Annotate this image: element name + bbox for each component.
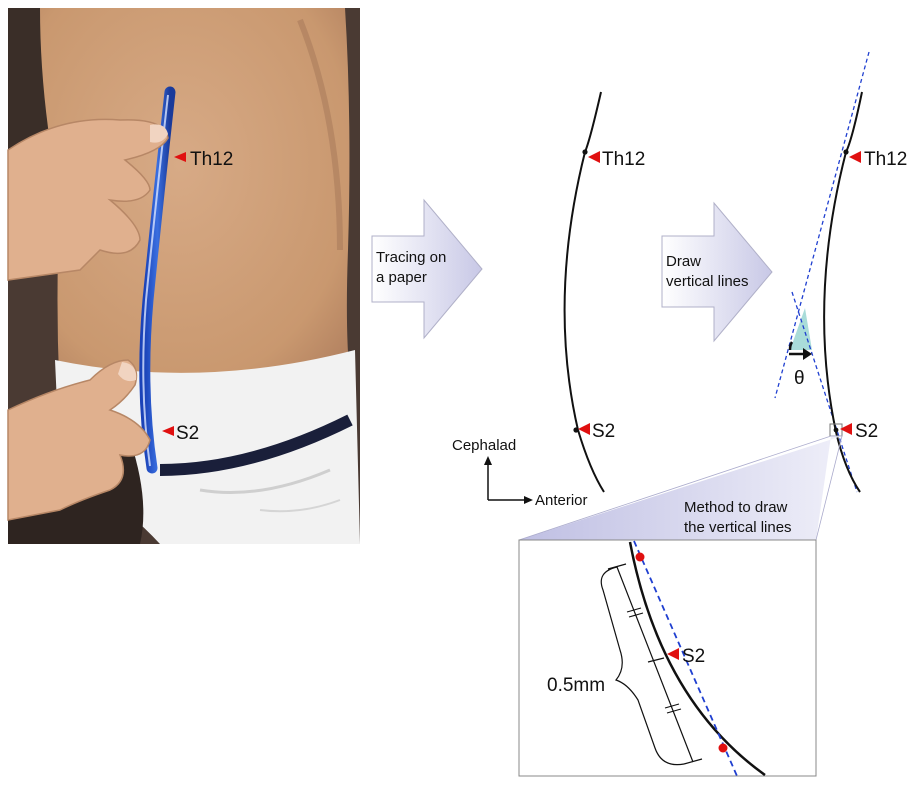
method-callout: Method to draw the vertical lines 0.5mm … — [519, 436, 842, 776]
anterior-arrowhead — [524, 496, 533, 504]
vertical-label-line2: vertical lines — [666, 273, 749, 290]
method-title-line2: the vertical lines — [684, 519, 792, 536]
vertical-lines-arrow: Draw vertical lines — [662, 203, 772, 341]
th12-point — [582, 149, 587, 154]
lower-reference-point — [719, 744, 728, 753]
angle-th12-label: Th12 — [864, 149, 907, 170]
angle-panel: θ Th12 S2 — [775, 52, 907, 492]
cephalad-arrowhead — [484, 456, 492, 465]
zoom-projection — [519, 436, 842, 540]
method-title-line1: Method to draw — [684, 499, 788, 516]
photo-th12-label: Th12 — [190, 149, 233, 170]
back-photo: Th12 S2 — [8, 8, 360, 544]
trace-s2-label: S2 — [592, 421, 615, 442]
cephalad-label: Cephalad — [452, 437, 516, 454]
th12-marker — [588, 151, 600, 163]
angle-s2-label: S2 — [855, 421, 878, 442]
traced-curve-panel: Th12 S2 — [565, 92, 646, 492]
upper-reference-point — [636, 553, 645, 562]
anterior-label: Anterior — [535, 492, 588, 509]
tracing-arrow: Tracing on a paper — [372, 200, 482, 338]
tracing-label-line1: Tracing on — [376, 249, 446, 266]
vertical-label-line1: Draw — [666, 253, 701, 270]
distance-label: 0.5mm — [547, 675, 605, 696]
th12-point — [843, 149, 848, 154]
theta-label: θ — [794, 368, 805, 389]
s2-point — [834, 428, 839, 433]
s2-point — [573, 427, 578, 432]
photo-s2-label: S2 — [176, 423, 199, 444]
zoom-s2-label: S2 — [682, 646, 705, 667]
orientation-axes: Cephalad Anterior — [452, 437, 588, 509]
tracing-label-line2: a paper — [376, 269, 427, 286]
arrow-shape — [662, 203, 772, 341]
trace-th12-label: Th12 — [602, 149, 645, 170]
th12-marker — [849, 151, 861, 163]
